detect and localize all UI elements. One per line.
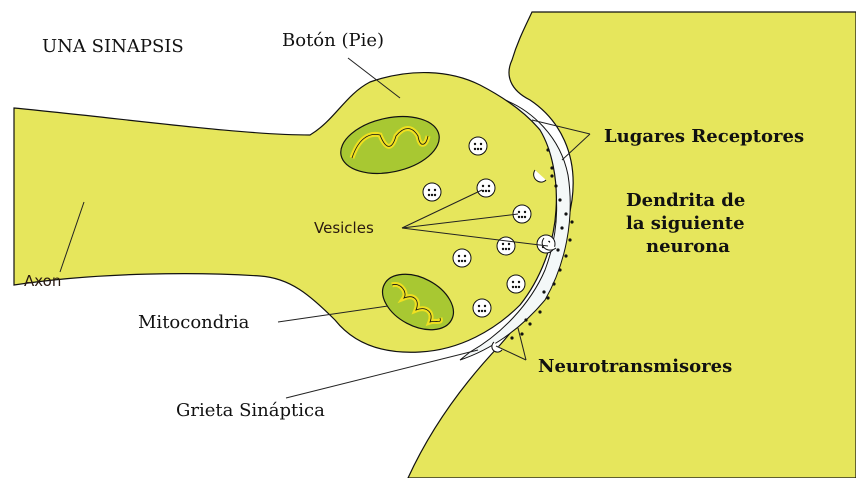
neurotransmitter-dot <box>546 148 549 151</box>
label-mitocondria: Mitocondria <box>138 312 250 333</box>
neurotransmitter-dot <box>542 290 545 293</box>
vesicle <box>477 179 495 197</box>
label-dendrita-1: Dendrita de <box>626 190 745 211</box>
vesicle <box>423 183 441 201</box>
label-dendrita-3: neurona <box>646 236 730 257</box>
neurotransmitter-dot <box>560 226 563 229</box>
neurotransmitter-dot <box>564 212 567 215</box>
neurotransmitter-dot <box>558 268 561 271</box>
neurotransmitter-dot <box>510 336 513 339</box>
neurotransmitter-dot <box>550 166 553 169</box>
neurotransmitter-dot <box>524 318 527 321</box>
diagram-title: UNA SINAPSIS <box>42 36 184 57</box>
label-receptores: Lugares Receptores <box>604 126 804 147</box>
neurotransmitter-dot <box>568 238 571 241</box>
vesicle <box>469 137 487 155</box>
leader-grieta <box>286 350 478 398</box>
vesicle <box>453 249 471 267</box>
label-grieta: Grieta Sináptica <box>176 400 325 421</box>
neurotransmitter-dot <box>570 220 573 223</box>
neurotransmitter-dot <box>554 184 557 187</box>
label-vesicles: Vesicles <box>314 219 374 237</box>
neurotransmitter-dot <box>528 322 531 325</box>
neurotransmitter-dot <box>558 198 561 201</box>
vesicle <box>507 275 525 293</box>
neurotransmitter-dot <box>552 282 555 285</box>
label-neurotransmisores: Neurotransmisores <box>538 356 732 377</box>
neurotransmitter-dot <box>550 174 553 177</box>
neurotransmitter-dot <box>564 254 567 257</box>
neurotransmitter-dot <box>520 332 523 335</box>
neurotransmitter-dot <box>546 296 549 299</box>
neurotransmitter-dot <box>538 310 541 313</box>
label-axon: Axon <box>24 272 61 290</box>
label-dendrita-2: la siguiente <box>626 213 745 234</box>
neurotransmitter-dot <box>556 248 559 251</box>
label-boton: Botón (Pie) <box>282 30 384 51</box>
vesicle <box>473 299 491 317</box>
